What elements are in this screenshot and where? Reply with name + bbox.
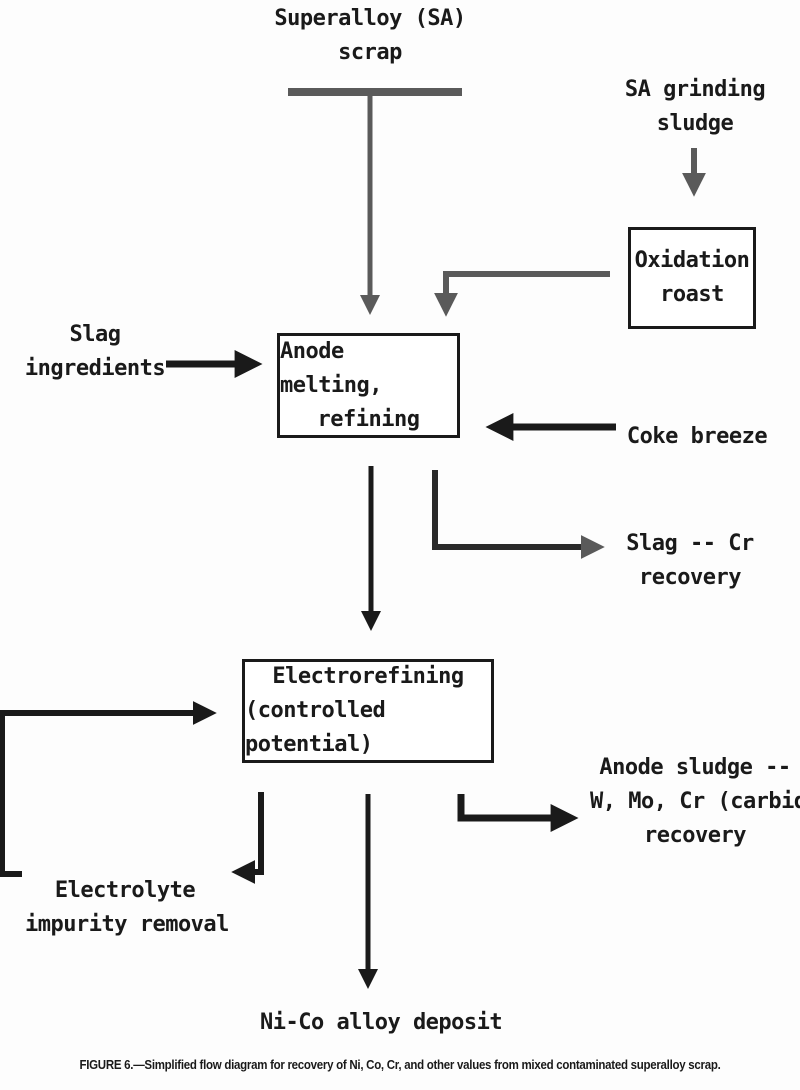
process-anode-melting-refining: Anode melting, refining	[277, 333, 460, 438]
electrorefining-to-electrolyte-arrow	[231, 792, 264, 884]
output-anode-sludge: Anode sludge -- W, Mo, Cr (carbide) reco…	[590, 755, 800, 848]
input-sa-grinding-sludge: SA grinding sludge	[624, 77, 766, 136]
electrolyte-return-arrow	[0, 701, 217, 877]
electrorefining-to-sludge-arrow	[457, 794, 579, 832]
input-coke-breeze: Coke breeze	[626, 424, 768, 449]
anode-to-slag-arrow	[432, 470, 605, 559]
output-electrolyte-impurity-removal: Electrolyte impurity removal	[25, 878, 229, 937]
input-slag-ingredients: Slag ingredients	[24, 322, 166, 381]
process-oxidation-roast: Oxidation roast	[628, 227, 756, 329]
figure-caption: FIGURE 6.—Simplified flow diagram for re…	[79, 1058, 721, 1072]
output-slag-cr-recovery: Slag -- Cr recovery	[626, 531, 754, 590]
process-electrorefining: Electrorefining (controlled potential)	[242, 659, 494, 763]
roast-to-anode-arrow	[434, 271, 610, 317]
input-superalloy-scrap: Superalloy (SA) scrap	[274, 6, 466, 65]
output-ni-co-alloy-deposit: Ni-Co alloy deposit	[260, 1010, 503, 1035]
